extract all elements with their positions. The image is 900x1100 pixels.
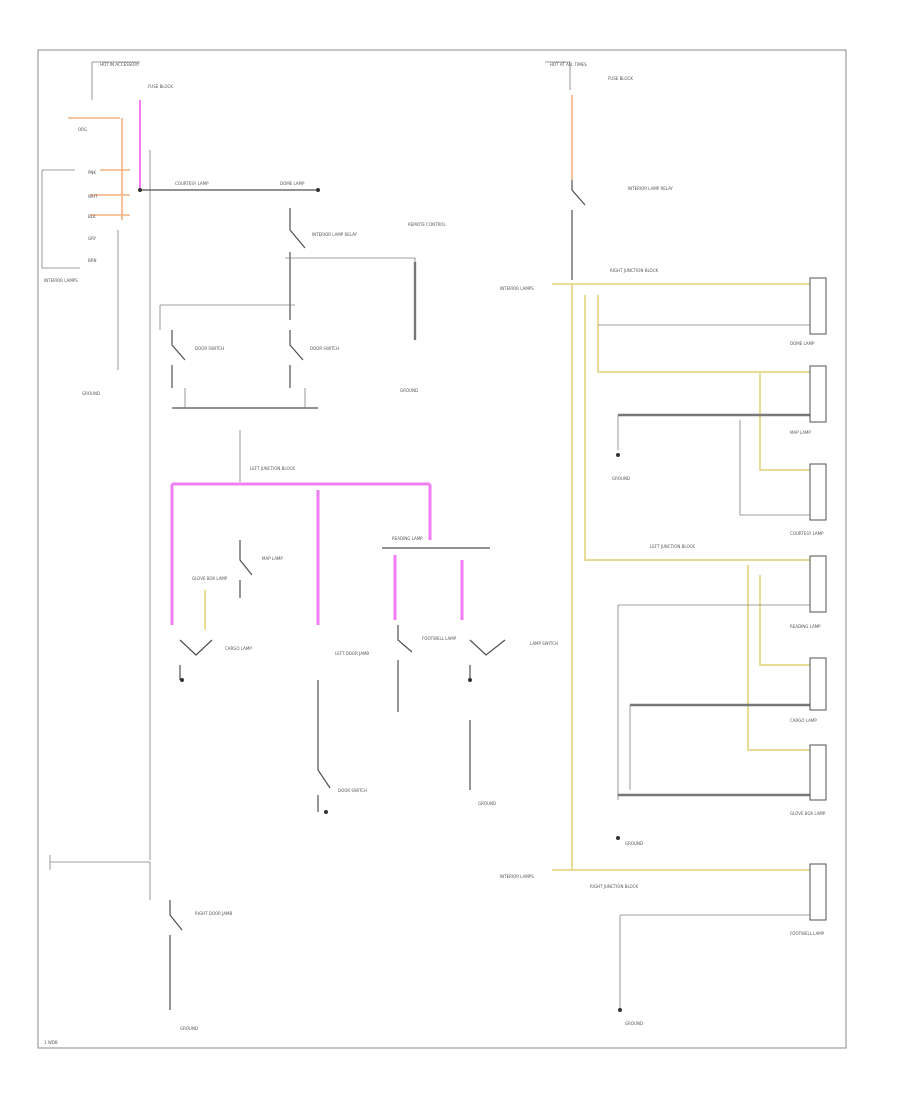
label-courtesy-top-2: DOME LAMP bbox=[280, 181, 305, 186]
ground-right-1 bbox=[616, 453, 620, 457]
label-lamp-glove-right: GLOVE BOX LAMP bbox=[790, 811, 826, 816]
right-lamps: DOME LAMP MAP LAMP COURTESY LAMP READING… bbox=[790, 277, 827, 936]
lamp-dome bbox=[809, 277, 827, 335]
bottom-left-switch: RIGHT DOOR JAMB GROUND bbox=[49, 855, 233, 1031]
label-door-switch-bottom: RIGHT DOOR JAMB bbox=[195, 911, 233, 916]
lamp-footwell-right bbox=[809, 863, 827, 921]
label-hot-at-all-times: HOT AT ALL TIMES bbox=[550, 62, 587, 67]
wire-fuse-feed bbox=[91, 61, 140, 100]
label-ground-bottom-left: GROUND bbox=[180, 1026, 198, 1031]
label-ground-left-top: GROUND bbox=[82, 391, 100, 396]
label-fuse-5: GRY bbox=[88, 236, 97, 241]
label-door-switch-mid: DOOR SWITCH bbox=[338, 788, 367, 793]
label-lamp-switch: LAMP SWITCH bbox=[530, 641, 558, 646]
switch-right-door bbox=[289, 330, 304, 388]
label-glove-box: GLOVE BOX LAMP bbox=[192, 576, 228, 581]
label-fuse-block-top: FUSE BLOCK bbox=[148, 84, 173, 89]
label-fuse-6: BRN bbox=[88, 258, 97, 263]
label-courtesy-top: COURTESY LAMP bbox=[175, 181, 209, 186]
label-fuse-1: ORG bbox=[78, 127, 87, 132]
lamp-glove-right bbox=[809, 744, 827, 801]
label-hot-in-accessory: HOT IN ACCESSORY bbox=[100, 62, 140, 67]
switch-footwell bbox=[397, 625, 413, 712]
right-source: HOT AT ALL TIMES FUSE BLOCK INTERIOR LAM… bbox=[545, 61, 674, 280]
lamp-switch-right: LAMP SWITCH bbox=[468, 639, 558, 682]
label-reading-lamp: READING LAMP bbox=[392, 536, 423, 541]
switch-map bbox=[239, 540, 253, 598]
label-left-junction: LEFT JUNCTION BLOCK bbox=[250, 466, 295, 471]
label-remote-control-2: REMOTE CONTROL bbox=[408, 222, 446, 227]
switch-left-door bbox=[171, 330, 186, 388]
label-ground-right-2: GROUND bbox=[625, 841, 643, 846]
door-jamb-switch-mid: LEFT DOOR JAMB DOOR SWITCH bbox=[317, 651, 369, 814]
fuse-block-bracket bbox=[41, 169, 80, 269]
label-lamp-cargo-right: CARGO LAMP bbox=[790, 718, 817, 723]
label-fuse-4: BLK bbox=[88, 214, 96, 219]
wire-yellow-vert-4 bbox=[759, 372, 810, 471]
cargo-lamp-switch: CARGO LAMP bbox=[179, 639, 252, 682]
wire-bottom-left-feed bbox=[49, 855, 150, 870]
label-door-switch-2: DOOR SWITCH bbox=[310, 346, 339, 351]
wire-remote-feed bbox=[285, 257, 416, 330]
label-ground-right-3: GROUND bbox=[625, 1021, 643, 1026]
wire-door-jamb-mid bbox=[317, 680, 331, 812]
label-fuse-2: PNK bbox=[88, 170, 96, 175]
label-right-switch-top: INTERIOR LAMP RELAY bbox=[628, 186, 674, 191]
wire-door-bus-down bbox=[184, 388, 306, 408]
label-lamp-reading-right: READING LAMP bbox=[790, 624, 821, 629]
label-fuse-3: WHT bbox=[88, 194, 98, 199]
label-fuse-block-right: FUSE BLOCK bbox=[608, 76, 633, 81]
ground-lamp-switch bbox=[468, 678, 472, 682]
wire-switch-feed bbox=[159, 304, 295, 330]
switch-cargo bbox=[179, 639, 213, 680]
remote-control-switch: INTERIOR LAMP RELAY REMOTE CONTROL GROUN… bbox=[285, 208, 446, 393]
wire-yellow-vert-6 bbox=[759, 575, 810, 666]
door-switches-top: DOOR SWITCH DOOR SWITCH bbox=[159, 304, 339, 409]
wire-yellow-vert-3 bbox=[597, 295, 810, 373]
label-ground-mid-top: GROUND bbox=[400, 388, 418, 393]
label-map-lamp: MAP LAMP bbox=[262, 556, 283, 561]
wire-yellow-vert-5 bbox=[747, 565, 810, 751]
label-ground-right-1: GROUND bbox=[612, 476, 630, 481]
ground-cargo bbox=[180, 678, 184, 682]
fuse-block-group: HOT IN ACCESSORY FUSE BLOCK ORG PNK WHT … bbox=[41, 61, 173, 860]
switch-right-top bbox=[571, 180, 586, 280]
wire-remote-switch bbox=[289, 208, 306, 320]
label-interior-lamps: INTERIOR LAMPS bbox=[44, 278, 78, 283]
label-lamp-courtesy-right: COURTESY LAMP bbox=[790, 531, 824, 536]
label-right-junction-bottom: RIGHT JUNCTION BLOCK bbox=[590, 884, 638, 889]
wire-right-source bbox=[545, 61, 571, 90]
footwell-lamp-switch: FOOTWELL LAMP bbox=[397, 625, 457, 712]
label-remote-control: INTERIOR LAMP RELAY bbox=[312, 232, 358, 237]
label-right-junction: RIGHT JUNCTION BLOCK bbox=[610, 268, 658, 273]
label-ground-center: GROUND bbox=[478, 801, 496, 806]
switch-lamp-right bbox=[469, 639, 506, 680]
ground-right-2 bbox=[616, 836, 620, 840]
label-lamp-footwell-right: FOOTWELL LAMP bbox=[790, 931, 825, 936]
lamp-switch-group: MAP LAMP READING LAMP GLOVE BOX LAMP bbox=[192, 536, 490, 630]
wire-yellow-vert-2 bbox=[584, 295, 810, 561]
lamp-reading-right bbox=[809, 555, 827, 613]
diagram-frame bbox=[37, 49, 847, 1049]
label-door-jamb-mid: LEFT DOOR JAMB bbox=[335, 651, 369, 656]
label-interior-right-bottom: INTERIOR LAMPS bbox=[500, 874, 534, 879]
splice-top-bus-right bbox=[316, 188, 320, 192]
ground-door-jamb-mid bbox=[324, 810, 328, 814]
ground-right-3 bbox=[618, 1008, 622, 1012]
wire-right-gray-3 bbox=[739, 420, 810, 516]
lamp-courtesy-right bbox=[809, 463, 827, 521]
lamp-map-right bbox=[809, 365, 827, 423]
splice-top-bus bbox=[138, 188, 142, 192]
label-door-switch-1: DOOR SWITCH bbox=[195, 346, 224, 351]
switch-bottom-left bbox=[169, 900, 183, 1010]
label-lamp-dome: DOME LAMP bbox=[790, 341, 815, 346]
label-cargo-lamp: CARGO LAMP bbox=[225, 646, 252, 651]
label-interior-right: INTERIOR LAMPS bbox=[500, 286, 534, 291]
lamp-cargo-right bbox=[809, 657, 827, 711]
label-footwell: FOOTWELL LAMP bbox=[422, 636, 457, 641]
label-left-junction-right: LEFT JUNCTION BLOCK bbox=[650, 544, 695, 549]
label-lamp-map-right: MAP LAMP bbox=[790, 430, 811, 435]
footer-label: 1 WDB bbox=[44, 1040, 58, 1045]
